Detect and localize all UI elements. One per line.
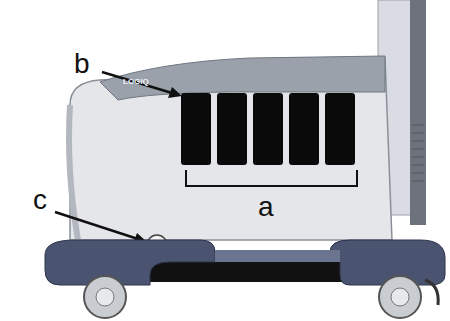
base-rail (215, 250, 340, 262)
rear-bumper (330, 240, 445, 285)
callout-letter: a (258, 193, 274, 221)
column-back (410, 0, 426, 225)
leader-arrows (55, 72, 182, 244)
callout-letter: c (33, 186, 47, 214)
wheels (84, 276, 438, 318)
bracket (186, 170, 357, 186)
device-logo: LOGIQ (123, 78, 149, 86)
probe-ports (181, 93, 355, 165)
front-bumper (45, 240, 215, 285)
callout-letter: b (74, 50, 90, 78)
column-grooves (412, 125, 424, 181)
